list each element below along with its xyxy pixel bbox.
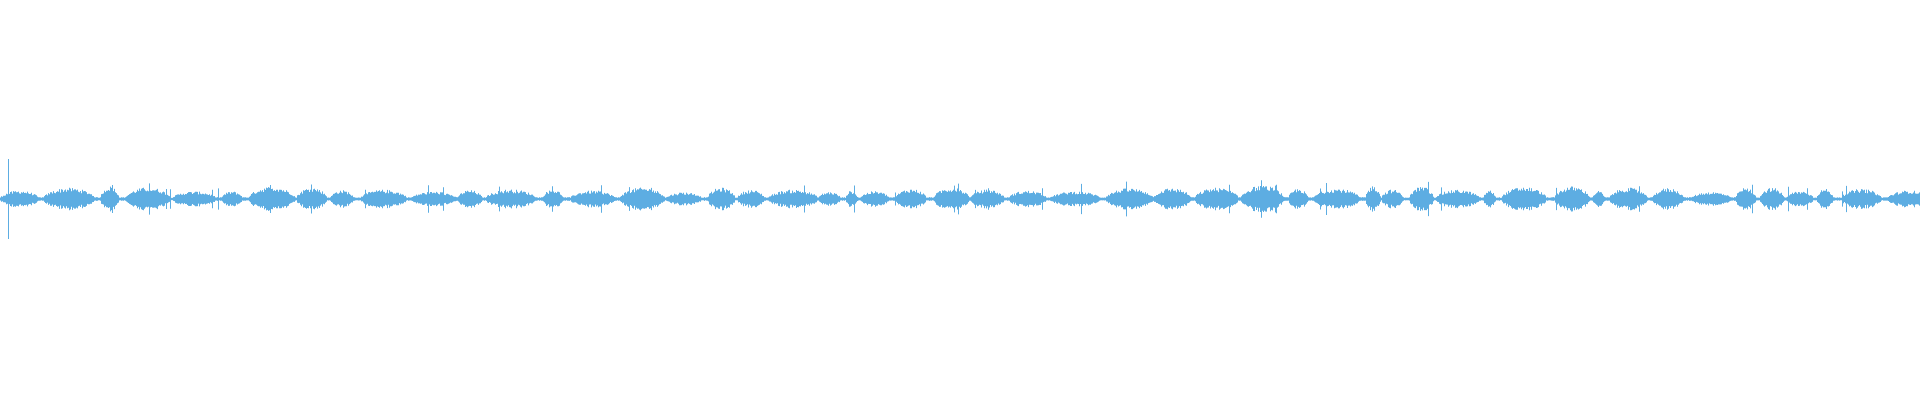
waveform-path [0, 159, 1920, 239]
waveform-bars [0, 159, 1920, 239]
